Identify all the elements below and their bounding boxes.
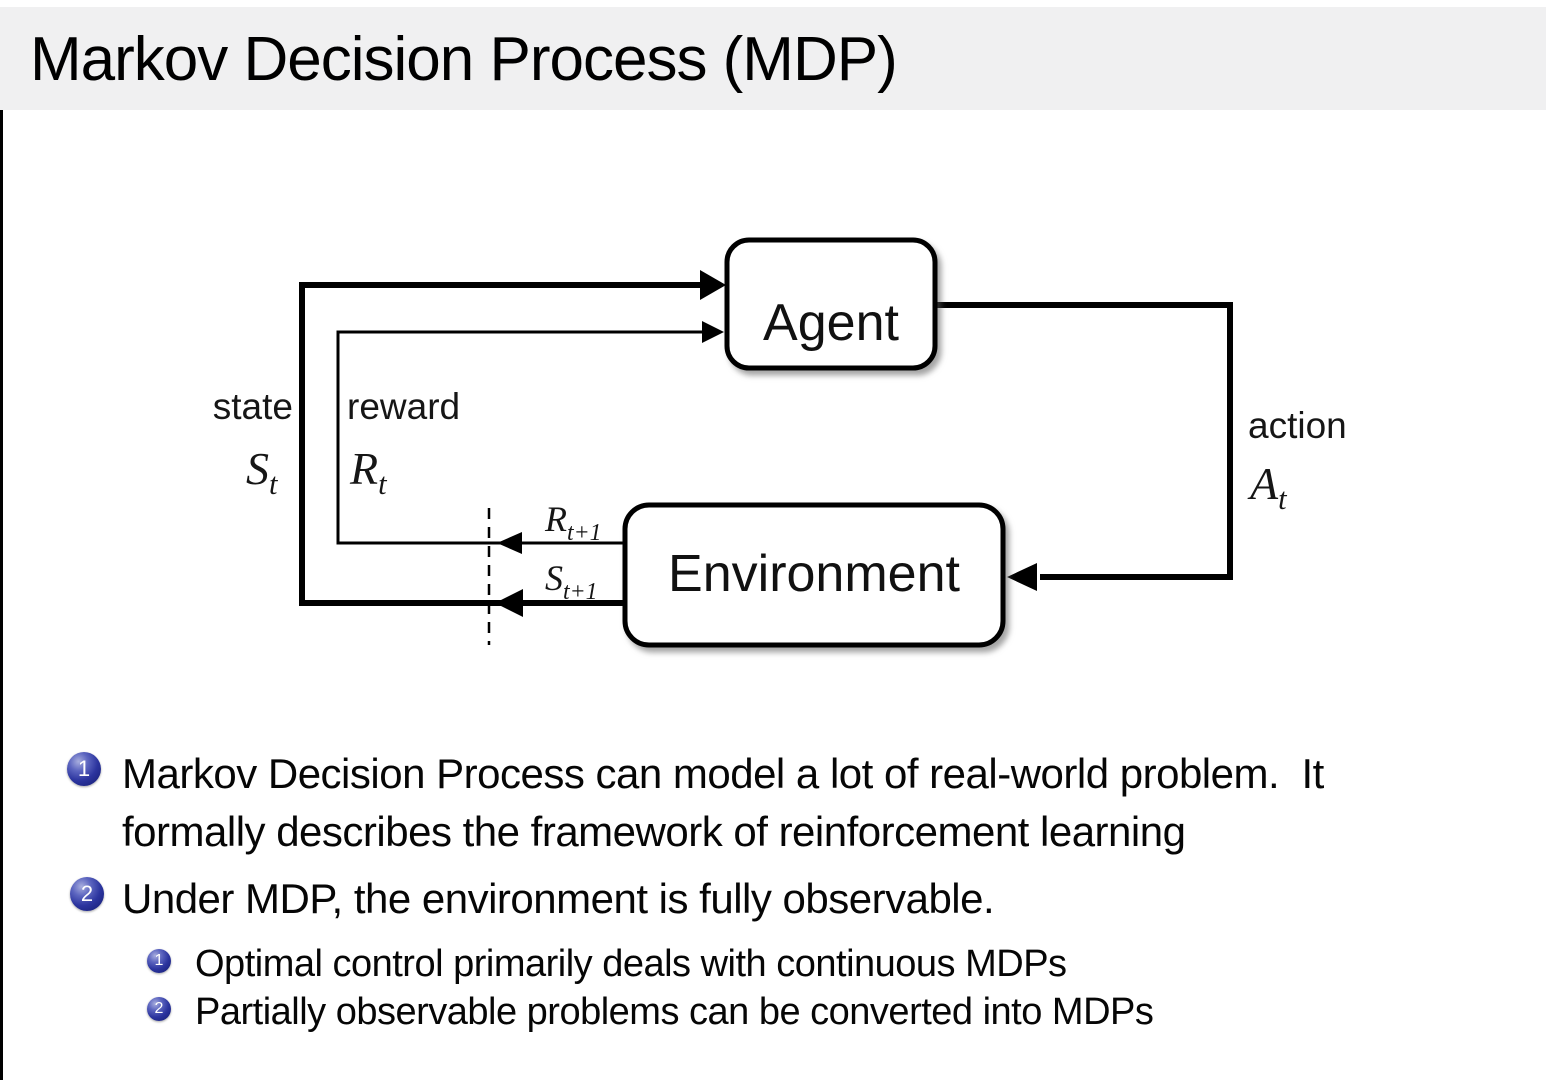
bullet-1-line-1: Markov Decision Process can model a lot …: [122, 750, 1324, 797]
sub-bullet-2-ball: 2: [147, 997, 171, 1021]
next-state-arrowhead: [495, 589, 523, 617]
bullet-1-ball: 1: [67, 752, 101, 786]
slide-title-bar: Markov Decision Process (MDP): [0, 7, 1546, 110]
page-title: Markov Decision Process (MDP): [30, 25, 898, 94]
reward-arrowhead-into-agent: [702, 321, 724, 343]
environment-label: Environment: [668, 545, 960, 603]
bullet-2-text: Under MDP, the environment is fully obse…: [122, 875, 995, 922]
next-reward-symbol: Rt+1: [544, 499, 602, 546]
action-label: action: [1248, 405, 1347, 446]
next-reward-arrowhead: [497, 532, 522, 554]
action-arrowhead-into-environment: [1007, 563, 1037, 591]
reward-label: reward: [347, 386, 460, 427]
slide-left-border: [0, 8, 3, 1080]
reward-loop-line: [336, 330, 702, 545]
reward-symbol: Rt: [349, 443, 388, 501]
sub-bullet-1-ball: 1: [147, 949, 171, 973]
agent-label: Agent: [763, 294, 899, 352]
state-arrowhead-into-agent: [700, 270, 726, 300]
sub-bullet-1-text: Optimal control primarily deals with con…: [195, 943, 1067, 985]
bullet-1-line-2: formally describes the framework of rein…: [122, 808, 1186, 855]
state-label: state: [213, 386, 293, 427]
state-symbol: St: [246, 443, 279, 501]
agent-box: [724, 237, 938, 371]
next-state-symbol: St+1: [545, 558, 598, 605]
action-loop-line: [935, 302, 1233, 580]
state-loop-line: [299, 282, 700, 606]
sub-bullet-2-text: Partially observable problems can be con…: [195, 991, 1154, 1033]
mdp-diagram: Agent Environment state St reward Rt act…: [213, 237, 1347, 648]
action-symbol: At: [1247, 458, 1288, 516]
environment-box: [622, 502, 1006, 648]
bullet-2-ball: 2: [70, 877, 104, 911]
